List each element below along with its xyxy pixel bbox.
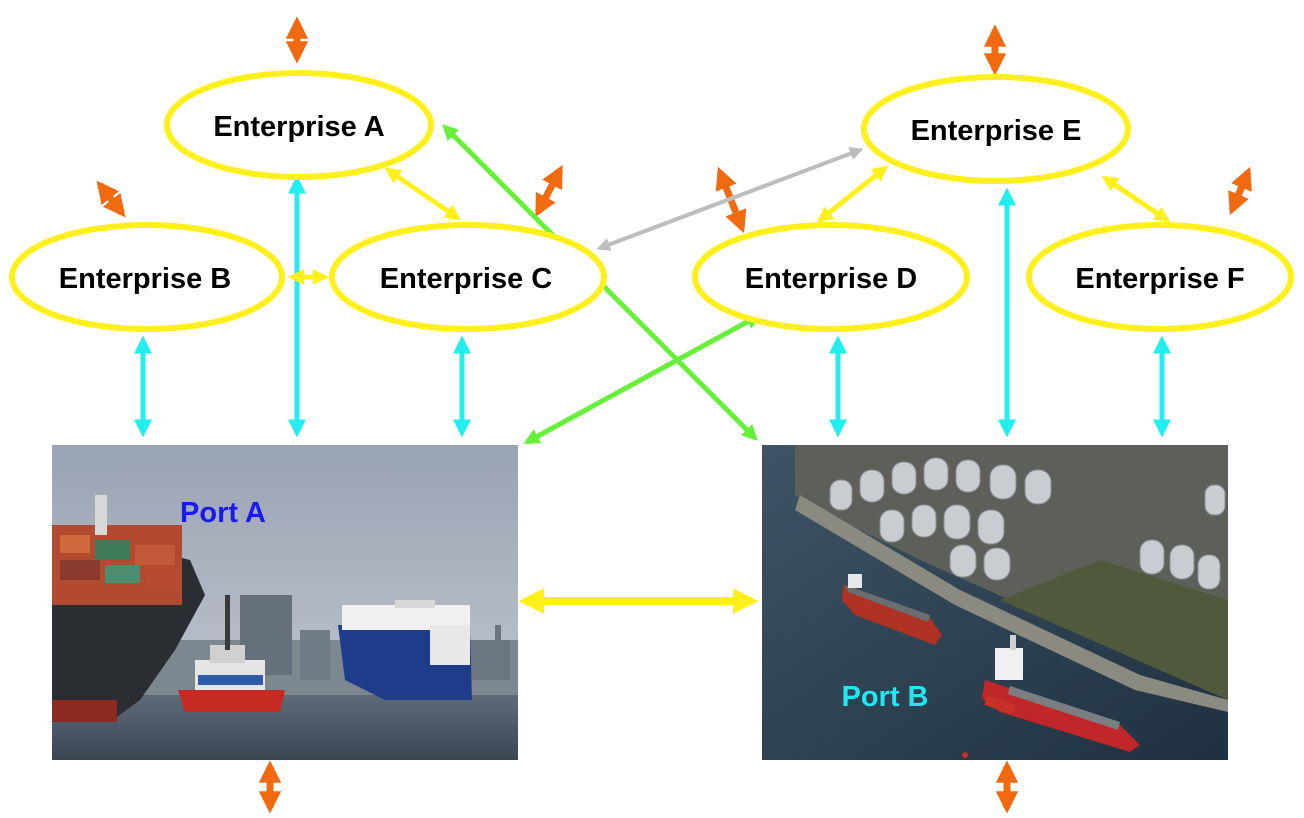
enterprise-e-label: Enterprise E bbox=[911, 115, 1082, 147]
enterprise-c-node[interactable]: Enterprise C bbox=[329, 222, 607, 332]
enterprise-c-external-link bbox=[534, 165, 564, 217]
enterprise-d-e-link bbox=[816, 165, 889, 223]
enterprise-a-label: Enterprise A bbox=[213, 111, 384, 143]
port-b-photo bbox=[762, 445, 1228, 760]
enterprise-a-node[interactable]: Enterprise A bbox=[164, 70, 434, 180]
enterprise-f-label: Enterprise F bbox=[1075, 263, 1244, 295]
enterprise-a-c-link bbox=[384, 167, 462, 221]
enterprise-b-external-link bbox=[96, 180, 126, 218]
enterprise-c-label: Enterprise C bbox=[380, 263, 552, 295]
enterprise-b-label: Enterprise B bbox=[59, 263, 231, 295]
enterprise-e-node[interactable]: Enterprise E bbox=[861, 74, 1131, 184]
enterprise-f-external-link bbox=[1228, 166, 1252, 216]
enterprise-d-node[interactable]: Enterprise D bbox=[692, 222, 970, 332]
port-b-label: Port B bbox=[842, 681, 929, 713]
enterprise-b-node[interactable]: Enterprise B bbox=[9, 222, 285, 332]
enterprise-d-port-a-link bbox=[523, 313, 762, 445]
enterprise-e-f-link bbox=[1101, 175, 1171, 223]
enterprise-f-node[interactable]: Enterprise F bbox=[1026, 222, 1294, 332]
port-a-photo bbox=[52, 445, 518, 760]
enterprise-d-label: Enterprise D bbox=[745, 263, 917, 295]
port-a-label: Port A bbox=[180, 497, 266, 529]
